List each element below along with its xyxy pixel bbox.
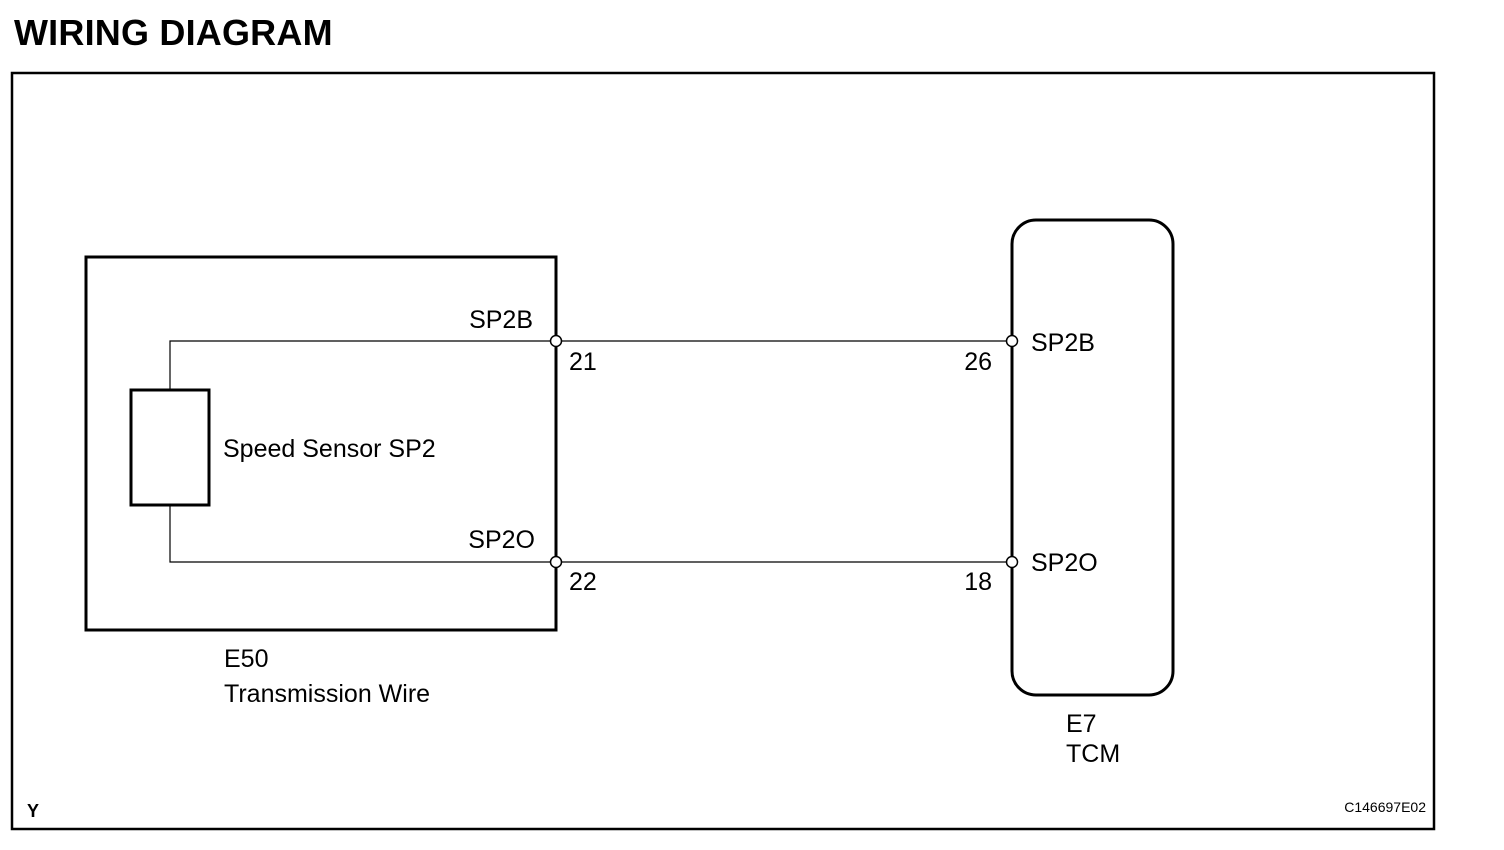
tcm-pin-number-26: 26 (964, 348, 992, 376)
tcm-pin-signal-sp2b: SP2B (1031, 329, 1095, 357)
pin-terminal (549, 334, 563, 348)
sensor-lead-sp2b (169, 340, 556, 390)
speed-sensor-label: Speed Sensor SP2 (223, 435, 436, 463)
tcm-box (1010, 218, 1175, 697)
pin-terminal (549, 555, 563, 569)
sensor-lead-sp2o (169, 505, 556, 563)
page-title: WIRING DIAGRAM (14, 12, 333, 53)
tcm-connector-name: TCM (1066, 740, 1120, 768)
e50-pin-number-22: 22 (569, 568, 597, 596)
e50-connector-box (84, 255, 558, 632)
pin-terminal (1005, 555, 1019, 569)
tcm-connector-code: E7 (1066, 710, 1097, 738)
e50-pin-signal-sp2b: SP2B (469, 306, 533, 334)
tcm-pin-signal-sp2o: SP2O (1031, 549, 1098, 577)
e50-pin-number-21: 21 (569, 348, 597, 376)
figure-id: C146697E02 (1344, 799, 1426, 815)
diagram-frame (10, 71, 1436, 831)
speed-sensor-element (129, 388, 211, 507)
e50-connector-name: Transmission Wire (224, 680, 430, 708)
e50-pin-signal-sp2o: SP2O (468, 526, 535, 554)
corner-letter: Y (27, 801, 39, 821)
pin-terminal (1005, 334, 1019, 348)
tcm-pin-number-18: 18 (964, 568, 992, 596)
e50-connector-code: E50 (224, 645, 268, 673)
